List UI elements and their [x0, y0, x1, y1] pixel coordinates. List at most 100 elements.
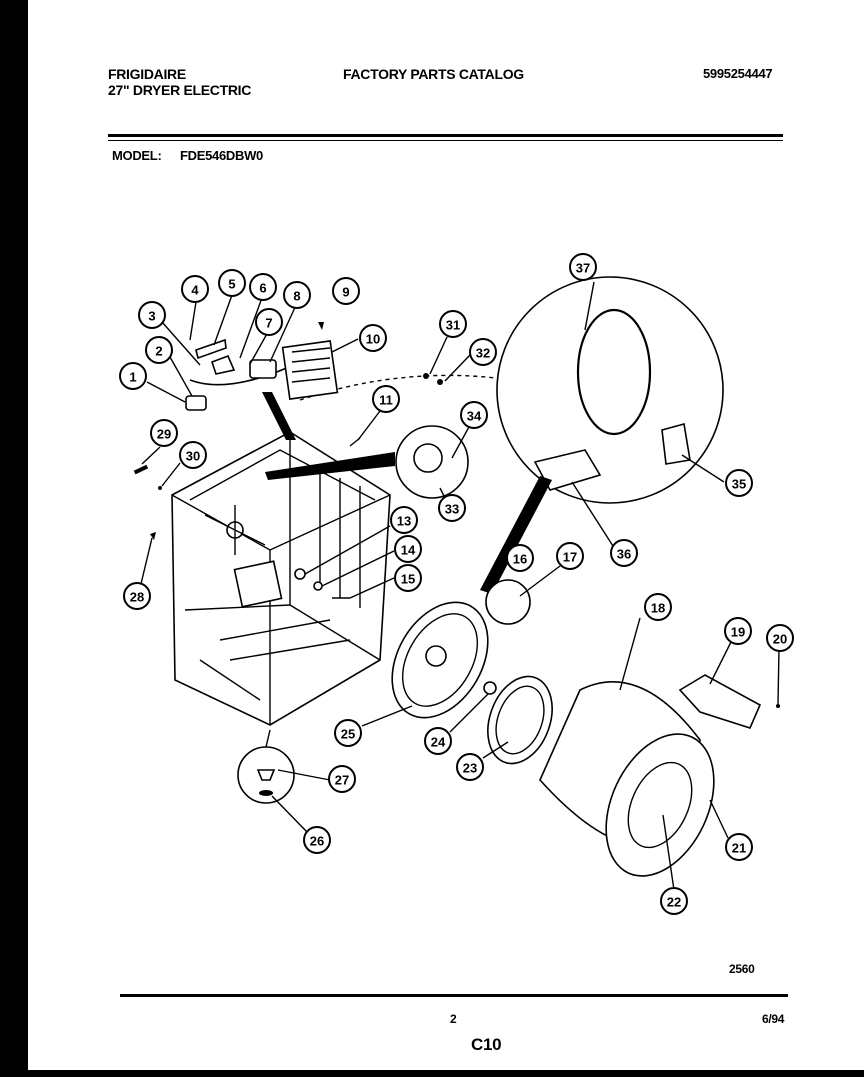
callout-circle: [283, 281, 311, 309]
callout-label: 36: [617, 547, 631, 562]
callout-label: 34: [467, 409, 482, 424]
callout-24: 24: [424, 727, 452, 755]
callout-17: 17: [556, 542, 584, 570]
callout-circle: [456, 753, 484, 781]
date-code: 6/94: [762, 1012, 785, 1026]
callout-label: 19: [731, 625, 745, 640]
callout-circle: [150, 419, 178, 447]
callout-7: 7: [255, 308, 283, 336]
callout-34: 34: [460, 401, 488, 429]
callout-circle: [424, 727, 452, 755]
callout-36: 36: [610, 539, 638, 567]
callout-label: 10: [366, 332, 380, 347]
callout-label: 14: [401, 543, 416, 558]
callout-label: 11: [379, 393, 393, 408]
callout-label: 30: [186, 449, 200, 464]
callout-circle: [724, 617, 752, 645]
catalog-part-number: 5995254447: [703, 66, 773, 81]
callout-label: 13: [397, 514, 411, 529]
callout-label: 6: [259, 281, 266, 296]
callout-13: 13: [390, 506, 418, 534]
callout-circle: [328, 765, 356, 793]
callout-circle: [469, 338, 497, 366]
callout-circle: [766, 624, 794, 652]
callout-label: 23: [463, 761, 477, 776]
callout-30: 30: [179, 441, 207, 469]
callout-22: 22: [660, 887, 688, 915]
callout-label: 9: [342, 285, 349, 300]
callout-circle: [394, 564, 422, 592]
callout-20: 20: [766, 624, 794, 652]
callout-circle: [725, 833, 753, 861]
callout-circle: [119, 362, 147, 390]
callout-circle: [218, 269, 246, 297]
callout-circle: [390, 506, 418, 534]
callout-label: 29: [157, 427, 171, 442]
callout-circle: [394, 535, 422, 563]
callout-label: 25: [341, 727, 355, 742]
callout-circle: [145, 336, 173, 364]
callout-19: 19: [724, 617, 752, 645]
callout-37: 37: [569, 253, 597, 281]
callout-15: 15: [394, 564, 422, 592]
callout-circle: [181, 275, 209, 303]
header-rule: [108, 134, 783, 137]
callout-4: 4: [181, 275, 209, 303]
catalog-title: FACTORY PARTS CATALOG: [343, 66, 524, 82]
callout-18: 18: [644, 593, 672, 621]
callout-1: 1: [119, 362, 147, 390]
callout-label: 28: [130, 590, 144, 605]
callout-35: 35: [725, 469, 753, 497]
top-switch-assembly: [185, 338, 339, 411]
callout-label: 24: [431, 735, 446, 750]
callout-label: 8: [293, 289, 300, 304]
callout-circle: [123, 582, 151, 610]
callout-circle: [179, 441, 207, 469]
callout-circle: [556, 542, 584, 570]
callout-circle: [372, 385, 400, 413]
callout-label: 4: [191, 283, 199, 298]
callout-circle: [249, 273, 277, 301]
callout-label: 17: [563, 550, 577, 565]
callout-label: 20: [773, 632, 787, 647]
callout-label: 22: [667, 895, 681, 910]
callout-21: 21: [725, 833, 753, 861]
callout-10: 10: [359, 324, 387, 352]
callout-label: 7: [265, 316, 272, 331]
callout-label: 16: [513, 552, 527, 567]
callout-circle: [569, 253, 597, 281]
callout-31: 31: [439, 310, 467, 338]
callout-circle: [255, 308, 283, 336]
footer-rule: [120, 994, 788, 997]
header-rule-thin: [108, 140, 783, 141]
callout-label: 31: [446, 318, 460, 333]
callout-3: 3: [138, 301, 166, 329]
scan-border-left: [0, 0, 28, 1077]
callout-label: 18: [651, 601, 665, 616]
brand-name: FRIGIDAIRE: [108, 66, 186, 82]
callout-circle: [660, 887, 688, 915]
cabinet: [171, 431, 391, 726]
callout-circle: [644, 593, 672, 621]
callout-circle: [303, 826, 331, 854]
callout-circle: [439, 310, 467, 338]
callout-circle: [359, 324, 387, 352]
callout-14: 14: [394, 535, 422, 563]
callout-29: 29: [150, 419, 178, 447]
callout-label: 27: [335, 773, 349, 788]
callout-label: 21: [732, 841, 746, 856]
model-label: MODEL:: [112, 148, 162, 163]
callout-circle: [506, 544, 534, 572]
callout-label: 37: [576, 261, 590, 276]
callout-label: 32: [476, 346, 490, 361]
callout-2: 2: [145, 336, 173, 364]
callout-32: 32: [469, 338, 497, 366]
callout-16: 16: [506, 544, 534, 572]
callout-circle: [725, 469, 753, 497]
model-value: FDE546DBW0: [180, 148, 263, 163]
diagram-number: 2560: [729, 962, 755, 976]
product-name: 27" DRYER ELECTRIC: [108, 82, 252, 98]
callout-11: 11: [372, 385, 400, 413]
callout-label: 33: [445, 502, 459, 517]
